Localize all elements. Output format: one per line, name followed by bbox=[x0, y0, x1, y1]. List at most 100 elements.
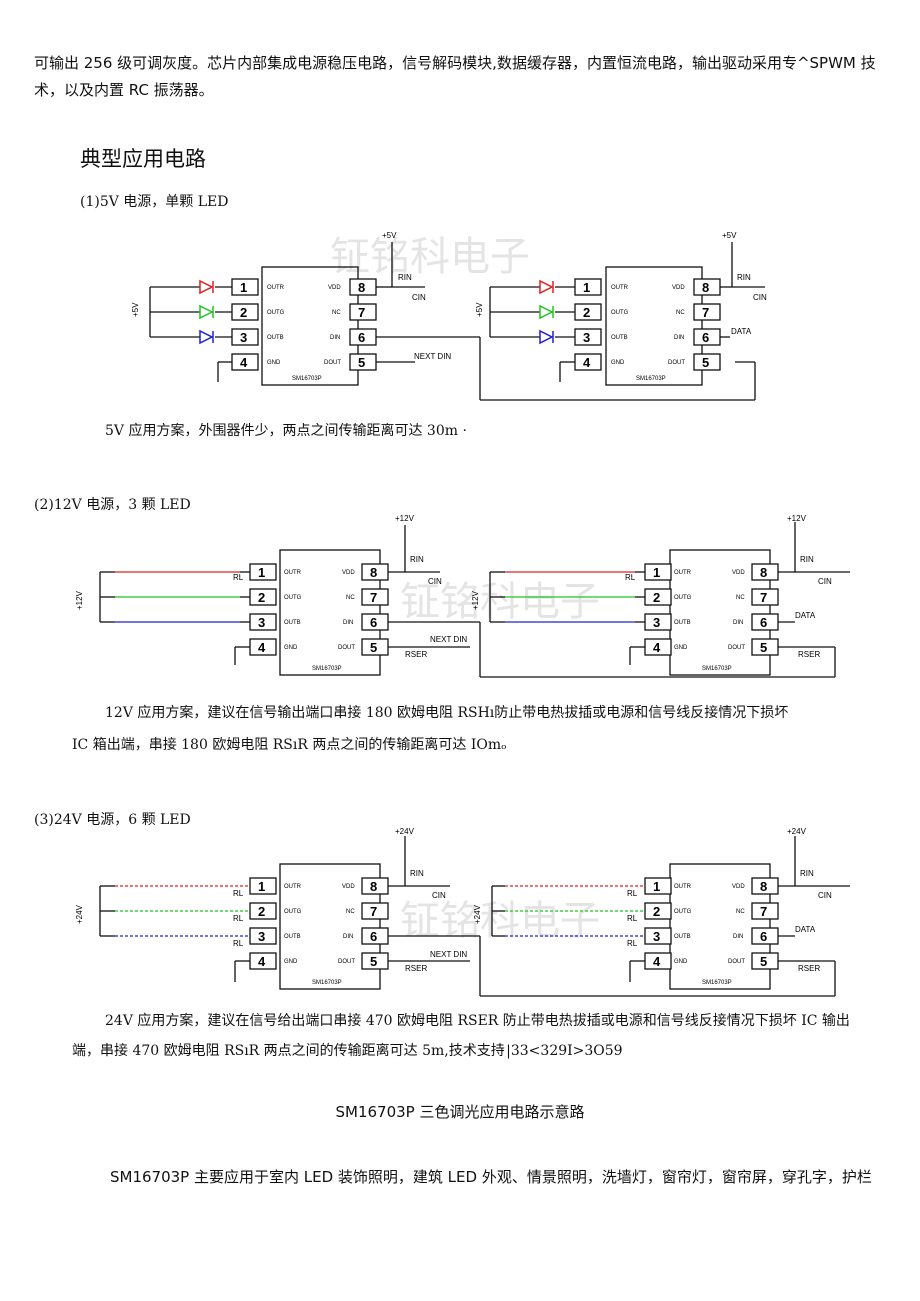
svg-text:GND: GND bbox=[267, 360, 281, 366]
svg-text:CIN: CIN bbox=[818, 577, 832, 586]
svg-text:OUTG: OUTG bbox=[611, 310, 629, 316]
svg-text:1: 1 bbox=[258, 565, 265, 580]
svg-text:RL: RL bbox=[625, 573, 636, 582]
svg-text:CIN: CIN bbox=[753, 293, 767, 302]
svg-text:7: 7 bbox=[702, 305, 709, 320]
svg-text:NEXT DIN: NEXT DIN bbox=[430, 635, 467, 644]
svg-text:6: 6 bbox=[760, 615, 767, 630]
svg-text:DIN: DIN bbox=[674, 335, 684, 341]
svg-text:5: 5 bbox=[760, 640, 767, 655]
svg-text:3: 3 bbox=[653, 929, 660, 944]
svg-text:RIN: RIN bbox=[800, 869, 814, 878]
svg-text:1: 1 bbox=[240, 280, 247, 295]
svg-text:NC: NC bbox=[736, 595, 745, 601]
circuit-1-diagram: 钲铭科电子 bbox=[131, 231, 767, 401]
svg-text:SM16703P: SM16703P bbox=[702, 980, 732, 986]
svg-text:RL: RL bbox=[233, 939, 244, 948]
svg-text:OUTR: OUTR bbox=[674, 570, 692, 576]
blue-led-icon bbox=[199, 329, 214, 345]
svg-text:OUTR: OUTR bbox=[611, 285, 629, 291]
svg-text:OUTG: OUTG bbox=[267, 310, 285, 316]
figure-caption: SM16703P 三色调光应用电路示意路 bbox=[335, 1103, 585, 1121]
svg-text:5: 5 bbox=[760, 954, 767, 969]
svg-text:RIN: RIN bbox=[737, 273, 751, 282]
circuit-2-note-line-2: IC 箱出端，串接 180 欧姆电阻 RSıR 两点之间的传输距离可达 IOmₒ bbox=[72, 737, 507, 753]
svg-text:OUTG: OUTG bbox=[674, 909, 692, 915]
svg-text:GND: GND bbox=[674, 645, 688, 651]
svg-text:7: 7 bbox=[760, 590, 767, 605]
svg-text:RSER: RSER bbox=[798, 650, 820, 659]
svg-text:3: 3 bbox=[258, 929, 265, 944]
svg-text:SM16703P: SM16703P bbox=[292, 376, 322, 382]
svg-text:2: 2 bbox=[240, 305, 247, 320]
svg-text:OUTR: OUTR bbox=[284, 884, 302, 890]
svg-text:RIN: RIN bbox=[398, 273, 412, 282]
circuit-3-note-line-1: 24V 应用方案，建议在信号给出端口串接 470 欧姆电阻 RSER 防止带电热… bbox=[105, 1013, 850, 1029]
svg-text:+24V: +24V bbox=[787, 827, 807, 836]
svg-text:+12V: +12V bbox=[75, 590, 84, 610]
svg-text:2: 2 bbox=[258, 904, 265, 919]
svg-text:2: 2 bbox=[258, 590, 265, 605]
section-title: 典型应用电路 bbox=[80, 147, 206, 171]
svg-text:8: 8 bbox=[358, 280, 365, 295]
svg-text:8: 8 bbox=[370, 565, 377, 580]
svg-text:4: 4 bbox=[653, 954, 661, 969]
svg-text:4: 4 bbox=[240, 355, 248, 370]
applications-text: SM16703P 主要应用于室内 LED 装饰照明，建筑 LED 外观、情景照明… bbox=[110, 1168, 872, 1186]
circuit-3-diagram: 钲铭科电子 12 34 bbox=[75, 827, 850, 997]
svg-text:1: 1 bbox=[653, 565, 660, 580]
svg-text:4: 4 bbox=[258, 640, 266, 655]
intro-text: 可输出 256 级可调灰度。芯片内部集成电源稳压电路，信号解码模块,数据缓存器，… bbox=[34, 50, 904, 104]
circuit-1-note: 5V 应用方案，外围器件少，两点之间传输距离可达 30m · bbox=[105, 423, 467, 439]
svg-text:8: 8 bbox=[760, 879, 767, 894]
svg-text:6: 6 bbox=[760, 929, 767, 944]
svg-text:OUTB: OUTB bbox=[674, 620, 691, 626]
svg-text:DIN: DIN bbox=[343, 620, 353, 626]
svg-text:RL: RL bbox=[627, 939, 638, 948]
intro-line-1: 可输出 256 级可调灰度。芯片内部集成电源稳压电路，信号解码模块,数据缓存器，… bbox=[34, 54, 876, 72]
svg-text:RSER: RSER bbox=[405, 650, 427, 659]
svg-text:6: 6 bbox=[358, 330, 365, 345]
svg-text:SM16703P: SM16703P bbox=[312, 666, 342, 672]
svg-text:CIN: CIN bbox=[432, 891, 446, 900]
svg-text:DOUT: DOUT bbox=[324, 360, 341, 366]
svg-text:RIN: RIN bbox=[410, 869, 424, 878]
svg-text:NEXT DIN: NEXT DIN bbox=[430, 950, 467, 959]
svg-text:VDD: VDD bbox=[732, 884, 745, 890]
svg-text:6: 6 bbox=[702, 330, 709, 345]
circuit-1-heading: (1)5V 电源，单颗 LED bbox=[80, 194, 229, 210]
svg-text:+5V: +5V bbox=[382, 231, 397, 240]
svg-text:GND: GND bbox=[284, 959, 298, 965]
svg-text:SM16703P: SM16703P bbox=[702, 666, 732, 672]
svg-text:VDD: VDD bbox=[342, 884, 355, 890]
svg-text:DOUT: DOUT bbox=[728, 645, 745, 651]
svg-text:GND: GND bbox=[284, 645, 298, 651]
svg-text:5: 5 bbox=[358, 355, 365, 370]
svg-text:3: 3 bbox=[583, 330, 590, 345]
circuit-3-note-line-2: 端，串接 470 欧姆电阻 RSıR 两点之间的传输距离可达 5m,技术支持 |… bbox=[72, 1043, 623, 1059]
svg-text:DATA: DATA bbox=[795, 925, 816, 934]
svg-text:2: 2 bbox=[653, 904, 660, 919]
svg-text:+5V: +5V bbox=[722, 231, 737, 240]
svg-text:6: 6 bbox=[370, 929, 377, 944]
svg-text:4: 4 bbox=[653, 640, 661, 655]
svg-text:DIN: DIN bbox=[733, 934, 743, 940]
svg-text:NC: NC bbox=[346, 595, 355, 601]
svg-text:+12V: +12V bbox=[787, 514, 807, 523]
svg-text:RSER: RSER bbox=[798, 964, 820, 973]
svg-text:1: 1 bbox=[258, 879, 265, 894]
svg-text:8: 8 bbox=[702, 280, 709, 295]
svg-text:NC: NC bbox=[736, 909, 745, 915]
svg-text:OUTB: OUTB bbox=[284, 620, 301, 626]
svg-text:RSER: RSER bbox=[405, 964, 427, 973]
svg-text:DATA: DATA bbox=[731, 327, 752, 336]
svg-text:RIN: RIN bbox=[410, 555, 424, 564]
svg-text:OUTG: OUTG bbox=[674, 595, 692, 601]
svg-text:OUTG: OUTG bbox=[284, 595, 302, 601]
svg-text:RL: RL bbox=[233, 914, 244, 923]
svg-text:+24V: +24V bbox=[395, 827, 415, 836]
svg-text:钲铭科电子: 钲铭科电子 bbox=[400, 580, 600, 624]
svg-text:5: 5 bbox=[370, 640, 377, 655]
svg-text:OUTR: OUTR bbox=[284, 570, 302, 576]
svg-text:2: 2 bbox=[653, 590, 660, 605]
